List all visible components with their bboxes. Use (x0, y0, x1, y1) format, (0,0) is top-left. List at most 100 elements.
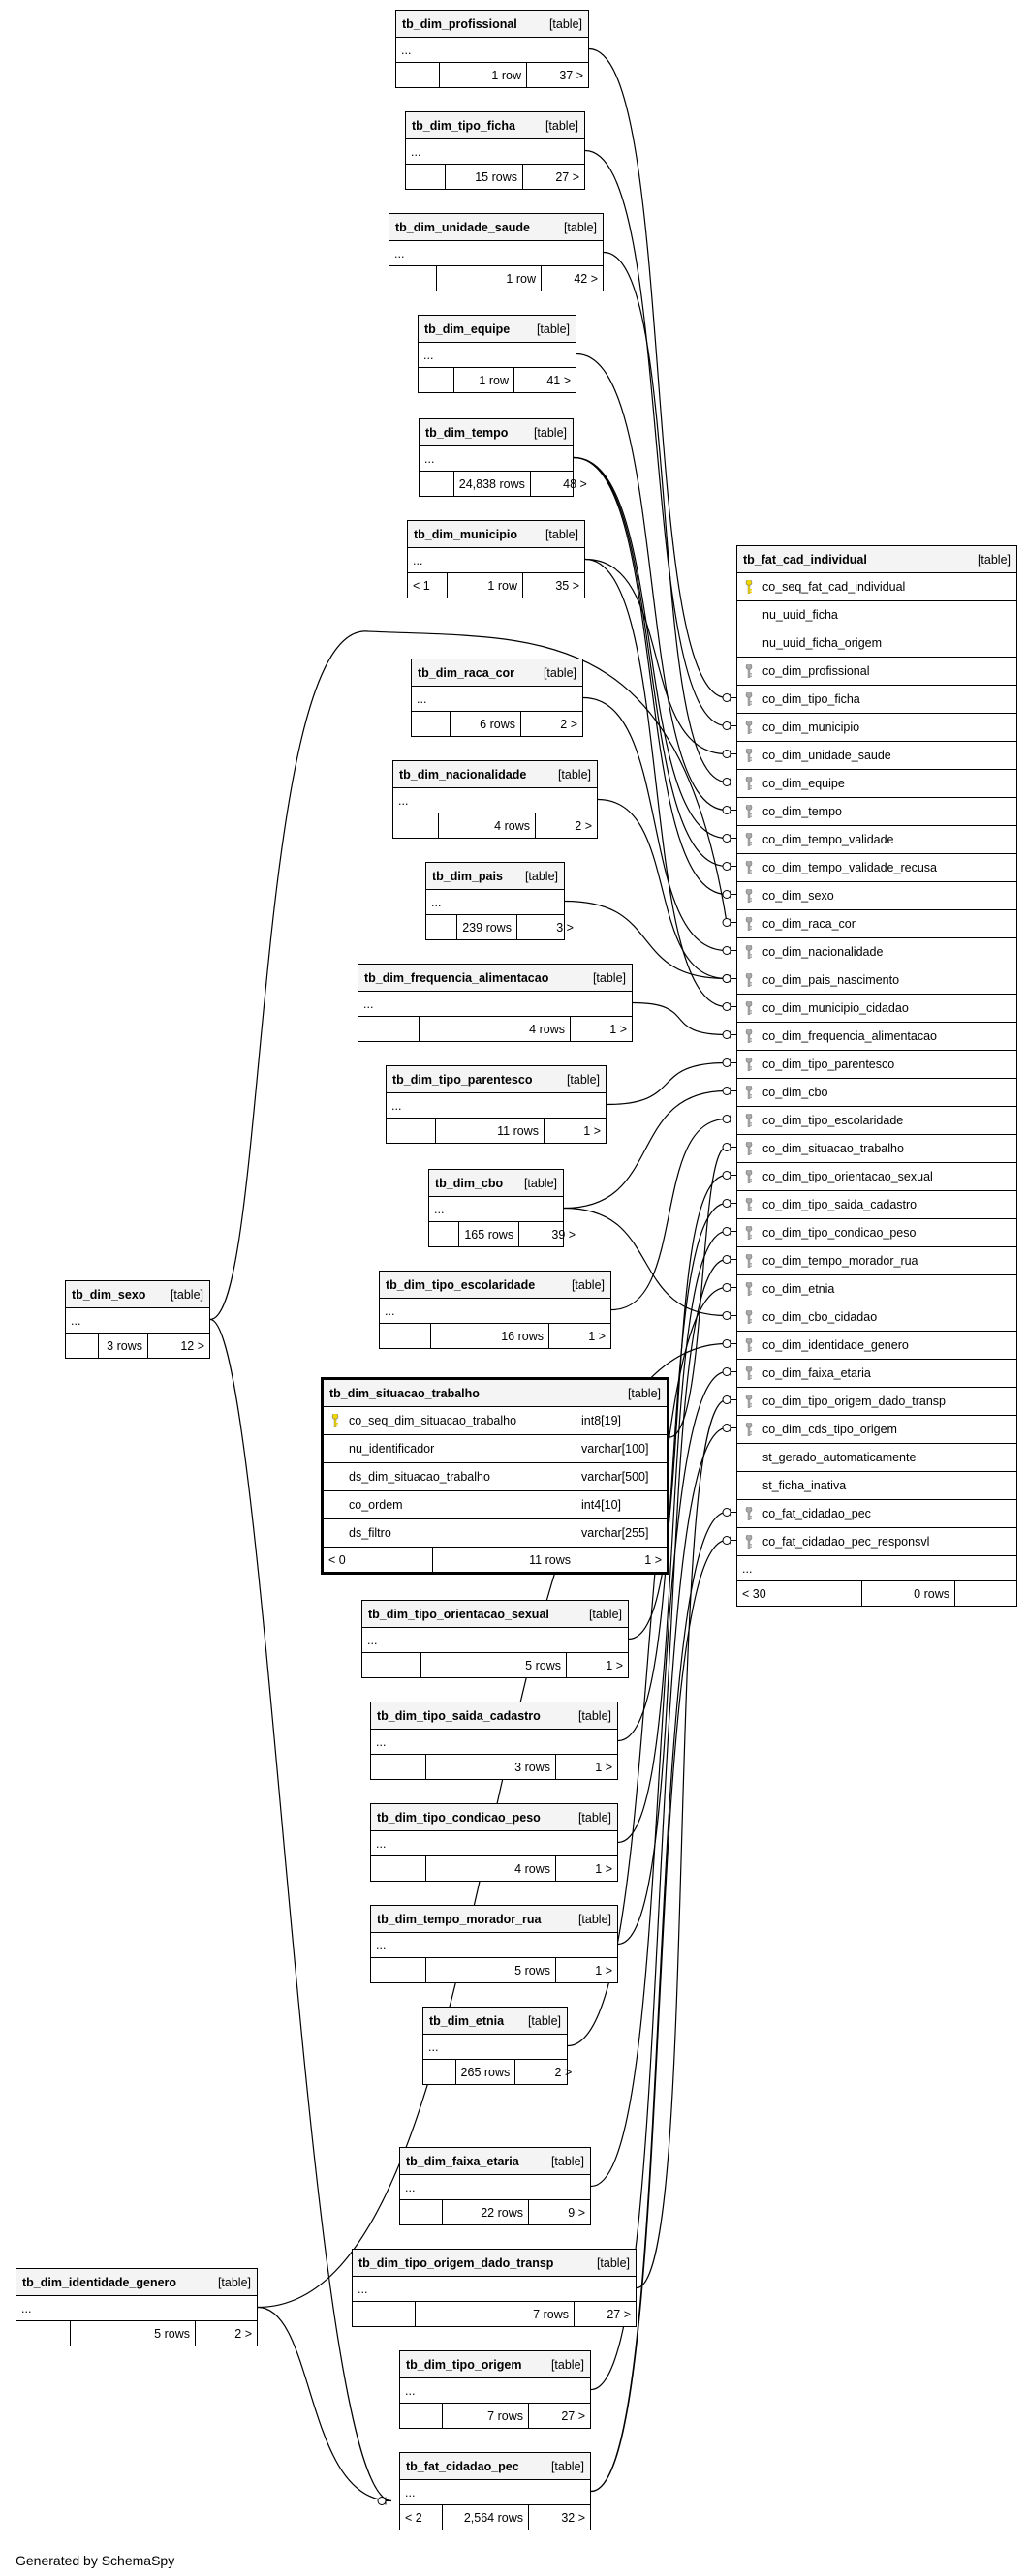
fact-table[interactable]: tb_fat_cad_individual [table] co_seq_fat… (736, 545, 1017, 1607)
table-header[interactable]: tb_dim_raca_cor[table] (412, 659, 582, 687)
fact-column-row[interactable]: co_fat_cidadao_pec (737, 1500, 1016, 1528)
table-type: [table] (577, 1708, 611, 1723)
table-header[interactable]: tb_dim_etnia[table] (423, 2008, 567, 2035)
fact-column-row[interactable]: co_dim_cbo (737, 1079, 1016, 1107)
relationship-cardinality-mark (730, 946, 736, 955)
table-header[interactable]: tb_dim_tipo_escolaridade[table] (380, 1272, 610, 1299)
table-header[interactable]: tb_fat_cidadao_pec[table] (400, 2453, 590, 2480)
table-ellipsis: ... (406, 139, 584, 165)
table-tipo-saida-cadastro[interactable]: tb_dim_tipo_saida_cadastro[table]...3 ro… (370, 1702, 618, 1780)
fact-column-row[interactable]: co_dim_pais_nascimento (737, 966, 1016, 995)
fact-column-row[interactable]: st_ficha_inativa (737, 1472, 1016, 1500)
table-tempo-morador-rua[interactable]: tb_dim_tempo_morador_rua[table]...5 rows… (370, 1905, 618, 1983)
table-type: [table] (545, 527, 578, 541)
table-header[interactable]: tb_dim_tipo_orientacao_sexual[table] (362, 1601, 628, 1628)
fact-table-header[interactable]: tb_fat_cad_individual [table] (737, 546, 1016, 573)
table-header[interactable]: tb_dim_frequencia_alimentacao[table] (358, 965, 632, 992)
situacao-trabalho-header[interactable]: tb_dim_situacao_trabalho [table] (324, 1380, 667, 1407)
table-header[interactable]: tb_dim_tipo_origem_dado_transp[table] (353, 2250, 636, 2277)
fact-column-row[interactable]: co_dim_cds_tipo_origem (737, 1416, 1016, 1444)
fact-column-row[interactable]: co_dim_unidade_saude (737, 742, 1016, 770)
table-header[interactable]: tb_dim_profissional[table] (396, 11, 588, 38)
fact-column-row[interactable]: co_dim_nacionalidade (737, 938, 1016, 966)
fact-column-row[interactable]: co_dim_equipe (737, 770, 1016, 798)
table-ellipsis: ... (419, 343, 576, 368)
table-header[interactable]: tb_dim_tempo[table] (420, 419, 573, 446)
table-header[interactable]: tb_dim_nacionalidade[table] (393, 761, 597, 788)
fact-column-row[interactable]: co_dim_situacao_trabalho (737, 1135, 1016, 1163)
table-header[interactable]: tb_dim_tipo_origem[table] (400, 2351, 590, 2378)
fact-column-row[interactable]: co_dim_tipo_ficha (737, 686, 1016, 714)
fact-column-row[interactable]: co_dim_sexo (737, 882, 1016, 910)
fact-column-row[interactable]: co_dim_faixa_etaria (737, 1360, 1016, 1388)
fact-column-row[interactable]: co_dim_tipo_condicao_peso (737, 1219, 1016, 1247)
table-tipo-escolaridade[interactable]: tb_dim_tipo_escolaridade[table]...16 row… (379, 1271, 611, 1349)
fact-column-row[interactable]: co_dim_tempo_validade_recusa (737, 854, 1016, 882)
situacao-trabalho-footer-rows: 11 rows (432, 1548, 576, 1572)
table-tipo-origem-dado-transp[interactable]: tb_dim_tipo_origem_dado_transp[table]...… (352, 2249, 637, 2327)
fact-column-row[interactable]: co_dim_tempo (737, 798, 1016, 826)
fact-column-row[interactable]: co_dim_raca_cor (737, 910, 1016, 938)
fact-column-row[interactable]: co_dim_tipo_escolaridade (737, 1107, 1016, 1135)
fact-column-row[interactable]: co_dim_profissional (737, 658, 1016, 686)
fact-column-row[interactable]: co_dim_etnia (737, 1275, 1016, 1303)
table-header[interactable]: tb_dim_tipo_ficha[table] (406, 112, 584, 139)
table-identidade-genero[interactable]: tb_dim_identidade_genero[table]...5 rows… (16, 2268, 258, 2346)
table-header[interactable]: tb_dim_sexo[table] (66, 1281, 209, 1308)
table-header[interactable]: tb_dim_faixa_etaria[table] (400, 2148, 590, 2175)
fact-column-row[interactable]: co_dim_tempo_morador_rua (737, 1247, 1016, 1275)
table-header[interactable]: tb_dim_tipo_saida_cadastro[table] (371, 1702, 617, 1730)
relationship-cardinality-mark (730, 1508, 736, 1517)
fact-column-row[interactable]: co_dim_municipio_cidadao (737, 995, 1016, 1023)
fact-column-row[interactable]: co_dim_tipo_origem_dado_transp (737, 1388, 1016, 1416)
table-header[interactable]: tb_dim_identidade_genero[table] (16, 2269, 257, 2296)
fact-column-row[interactable]: co_fat_cidadao_pec_responsvl (737, 1528, 1016, 1556)
fact-column-row[interactable]: co_dim_tipo_orientacao_sexual (737, 1163, 1016, 1191)
table-tipo-condicao-peso[interactable]: tb_dim_tipo_condicao_peso[table]...4 row… (370, 1803, 618, 1882)
table-header[interactable]: tb_dim_municipio[table] (408, 521, 584, 548)
situacao-trabalho-table[interactable]: tb_dim_situacao_trabalho [table] co_seq_… (321, 1377, 669, 1575)
table-header[interactable]: tb_dim_unidade_saude[table] (389, 214, 603, 241)
fact-column-row[interactable]: co_dim_tempo_validade (737, 826, 1016, 854)
fact-column-name: co_dim_tipo_saida_cadastro (762, 1198, 918, 1211)
fact-column-row[interactable]: co_dim_tipo_saida_cadastro (737, 1191, 1016, 1219)
fact-column-row[interactable]: nu_uuid_ficha (737, 601, 1016, 629)
table-frequencia-alimentacao[interactable]: tb_dim_frequencia_alimentacao[table]...4… (358, 964, 633, 1042)
fact-column-row[interactable]: co_dim_cbo_cidadao (737, 1303, 1016, 1332)
fact-column-row[interactable]: nu_uuid_ficha_origem (737, 629, 1016, 658)
table-header[interactable]: tb_dim_pais[table] (426, 863, 564, 890)
table-header[interactable]: tb_dim_tempo_morador_rua[table] (371, 1906, 617, 1933)
table-tipo-orientacao-sexual[interactable]: tb_dim_tipo_orientacao_sexual[table]...5… (361, 1600, 629, 1678)
table-header[interactable]: tb_dim_cbo[table] (429, 1170, 563, 1197)
fact-column-row[interactable]: co_dim_tipo_parentesco (737, 1051, 1016, 1079)
fact-column-row[interactable]: st_gerado_automaticamente (737, 1444, 1016, 1472)
fact-column-row[interactable]: co_dim_identidade_genero (737, 1332, 1016, 1360)
table-header[interactable]: tb_dim_tipo_parentesco[table] (387, 1066, 606, 1093)
fact-column-row[interactable]: co_dim_municipio (737, 714, 1016, 742)
fact-column-row[interactable]: co_dim_frequencia_alimentacao (737, 1023, 1016, 1051)
fact-column-row[interactable]: co_seq_fat_cad_individual (737, 573, 1016, 601)
table-header[interactable]: tb_dim_equipe[table] (419, 316, 576, 343)
table-header[interactable]: tb_dim_tipo_condicao_peso[table] (371, 1804, 617, 1831)
